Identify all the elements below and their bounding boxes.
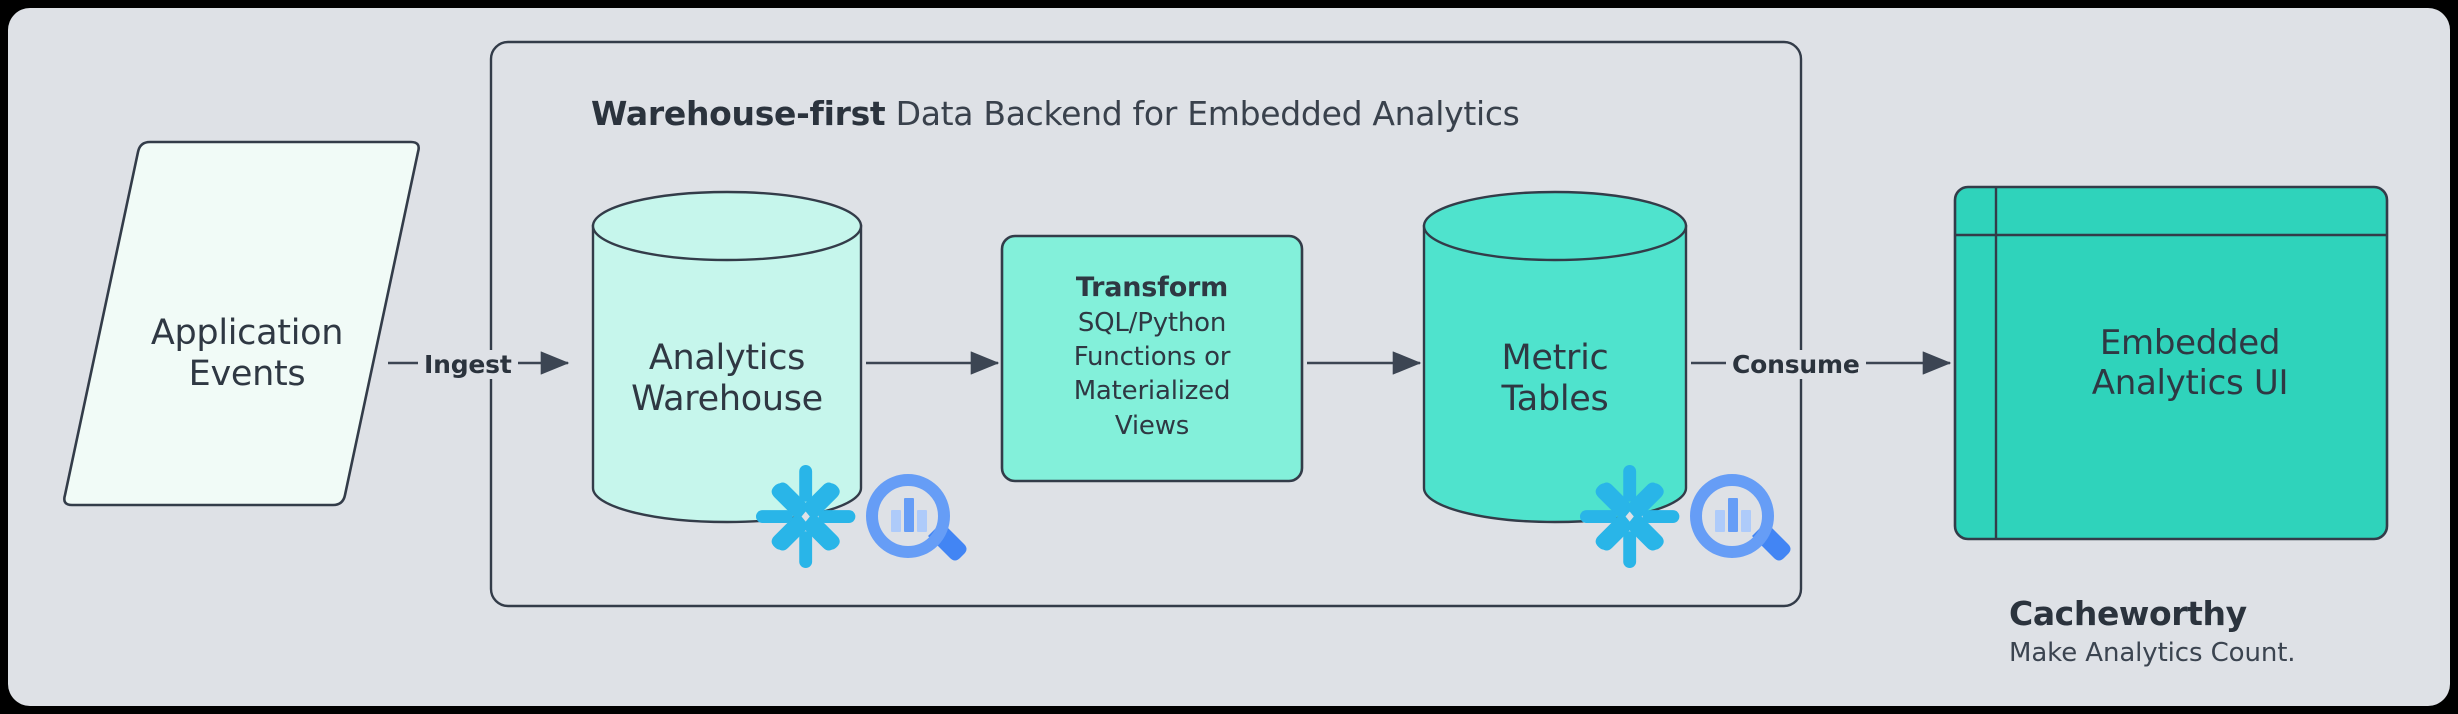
bigquery-icon: [866, 474, 967, 561]
panel-title-rest: Data Backend for Embedded Analytics: [885, 94, 1520, 133]
metric-tables-shape: [1422, 190, 1688, 524]
bigquery-icon: [1690, 474, 1791, 561]
snowflake-icon: [756, 465, 856, 569]
application-events-shape: [63, 140, 420, 507]
snowflake-icon: [1580, 465, 1680, 569]
panel-title: Warehouse-first Data Backend for Embedde…: [591, 94, 1520, 133]
analytics-warehouse-shape: [591, 190, 863, 524]
flow-label-consume: Consume: [1726, 350, 1866, 379]
diagram-canvas: Warehouse-first Data Backend for Embedde…: [8, 8, 2450, 706]
brand-tagline: Make Analytics Count.: [2009, 638, 2296, 668]
flow-label-ingest: Ingest: [418, 350, 518, 379]
panel-border: [489, 40, 1803, 608]
transform-shape: [1000, 234, 1304, 483]
embedded-analytics-ui-shape: [1953, 185, 2389, 541]
brand-name: Cacheworthy: [2009, 594, 2247, 633]
panel-title-bold: Warehouse-first: [591, 94, 886, 133]
diagram-svg: [63, 40, 2389, 608]
